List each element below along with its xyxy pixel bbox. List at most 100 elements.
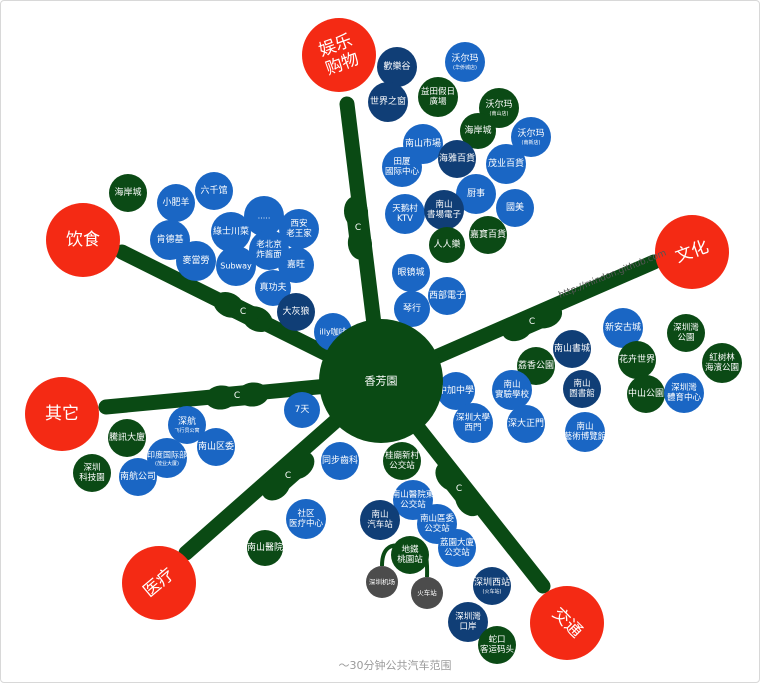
place-node[interactable]: 南山醫院	[247, 530, 283, 566]
place-node-label: 書場電子	[427, 209, 462, 220]
place-node-label: illy咖啡	[319, 327, 346, 337]
place-node[interactable]: 海岸城	[109, 174, 147, 212]
place-node[interactable]: 綠士川菜	[211, 212, 251, 252]
category-label: 其它	[45, 404, 79, 424]
place-node[interactable]: 花卉世界	[618, 341, 656, 379]
place-node[interactable]: 7天	[284, 392, 320, 428]
place-node[interactable]: 深大正門	[507, 405, 545, 443]
place-node-label: 南山	[576, 421, 593, 432]
place-node[interactable]: 海岸城	[460, 113, 496, 149]
place-node-label: 口岸	[459, 622, 477, 632]
category-circle	[122, 546, 196, 620]
place-node[interactable]: 歡樂谷	[377, 47, 417, 87]
place-node[interactable]: 印度国际部(茂业大厦)	[147, 438, 187, 478]
place-node[interactable]: 厨事	[456, 174, 496, 214]
place-node[interactable]: 琴行	[394, 291, 430, 327]
place-node[interactable]: 國美	[496, 189, 534, 227]
place-node-label: 南山市場	[405, 137, 441, 149]
place-node-circle	[478, 626, 516, 664]
place-node-label: 西安	[290, 218, 307, 229]
place-node-circle	[438, 529, 476, 567]
place-node[interactable]: 真功夫	[255, 270, 291, 306]
place-node[interactable]: 眼镜城	[392, 254, 430, 292]
place-node[interactable]: 六千馆	[195, 172, 233, 210]
place-node[interactable]: 中山公園	[627, 375, 665, 413]
category-node[interactable]: 交通	[530, 586, 604, 660]
place-node[interactable]: 沃尔玛(华侨城店)	[445, 42, 485, 82]
place-node[interactable]: 小肥羊	[157, 184, 195, 222]
route-marker	[205, 382, 269, 410]
place-node[interactable]: 西部電子	[428, 277, 466, 315]
place-node[interactable]: 嘉旺	[278, 247, 314, 283]
place-node-circle	[627, 375, 665, 413]
place-node[interactable]: 世界之窗	[368, 82, 408, 122]
place-node-circle	[428, 277, 466, 315]
place-node[interactable]: 人人樂	[429, 227, 465, 263]
place-node-label: 體育中心	[667, 392, 702, 403]
place-node-circle	[603, 308, 643, 348]
place-node[interactable]: 深圳机场	[366, 566, 398, 598]
place-node-circle	[385, 194, 425, 234]
place-node[interactable]: Subway	[216, 246, 256, 286]
place-node[interactable]: 新安古城	[603, 308, 643, 348]
place-node-label: 深圳大學	[456, 412, 491, 423]
place-node[interactable]: 南山書城	[553, 330, 591, 368]
place-node[interactable]: 麥當勞	[176, 241, 216, 281]
category-node[interactable]: 文化	[655, 215, 729, 289]
category-node[interactable]: 医疗	[122, 546, 196, 620]
place-node-circle	[157, 184, 195, 222]
place-node[interactable]: 南山区委	[197, 428, 235, 466]
place-node-circle	[565, 412, 605, 452]
place-node-circle	[168, 406, 206, 444]
category-circle	[655, 215, 729, 289]
place-node-label: 真功夫	[259, 281, 286, 293]
place-node[interactable]: 同步齒科	[321, 442, 359, 480]
place-node[interactable]: 海雅百貨	[438, 140, 476, 178]
place-node[interactable]: 南航公司	[119, 458, 157, 496]
place-node[interactable]: 茂业百貨	[486, 144, 526, 184]
place-node-circle	[277, 293, 315, 331]
place-node[interactable]: 嘉寶百貨	[469, 216, 507, 254]
category-node[interactable]: 饮食	[46, 203, 120, 277]
place-node-label: 地鐵	[401, 544, 419, 555]
place-node[interactable]: .....	[244, 196, 284, 236]
place-node[interactable]: 騰訊大廈	[108, 419, 146, 457]
place-node-circle	[486, 144, 526, 184]
route-marker	[261, 451, 315, 501]
place-node-circle	[448, 602, 488, 642]
place-node-label: 益田假日	[421, 86, 455, 97]
place-node[interactable]: 大灰狼	[277, 293, 315, 331]
place-node-circle	[702, 343, 742, 383]
place-node[interactable]: 深圳西站(火车站)	[473, 567, 511, 605]
place-node[interactable]: 中加中學	[437, 372, 475, 410]
hub-circle	[319, 319, 443, 443]
place-node[interactable]: 火车站	[411, 577, 443, 609]
place-node[interactable]: 沃尔玛(南新店)	[511, 117, 551, 157]
place-node[interactable]: 荔香公園	[517, 347, 555, 385]
category-node[interactable]: 其它	[25, 377, 99, 451]
place-node-label: 深大正門	[508, 417, 544, 429]
place-node-label: 六千馆	[200, 184, 227, 196]
